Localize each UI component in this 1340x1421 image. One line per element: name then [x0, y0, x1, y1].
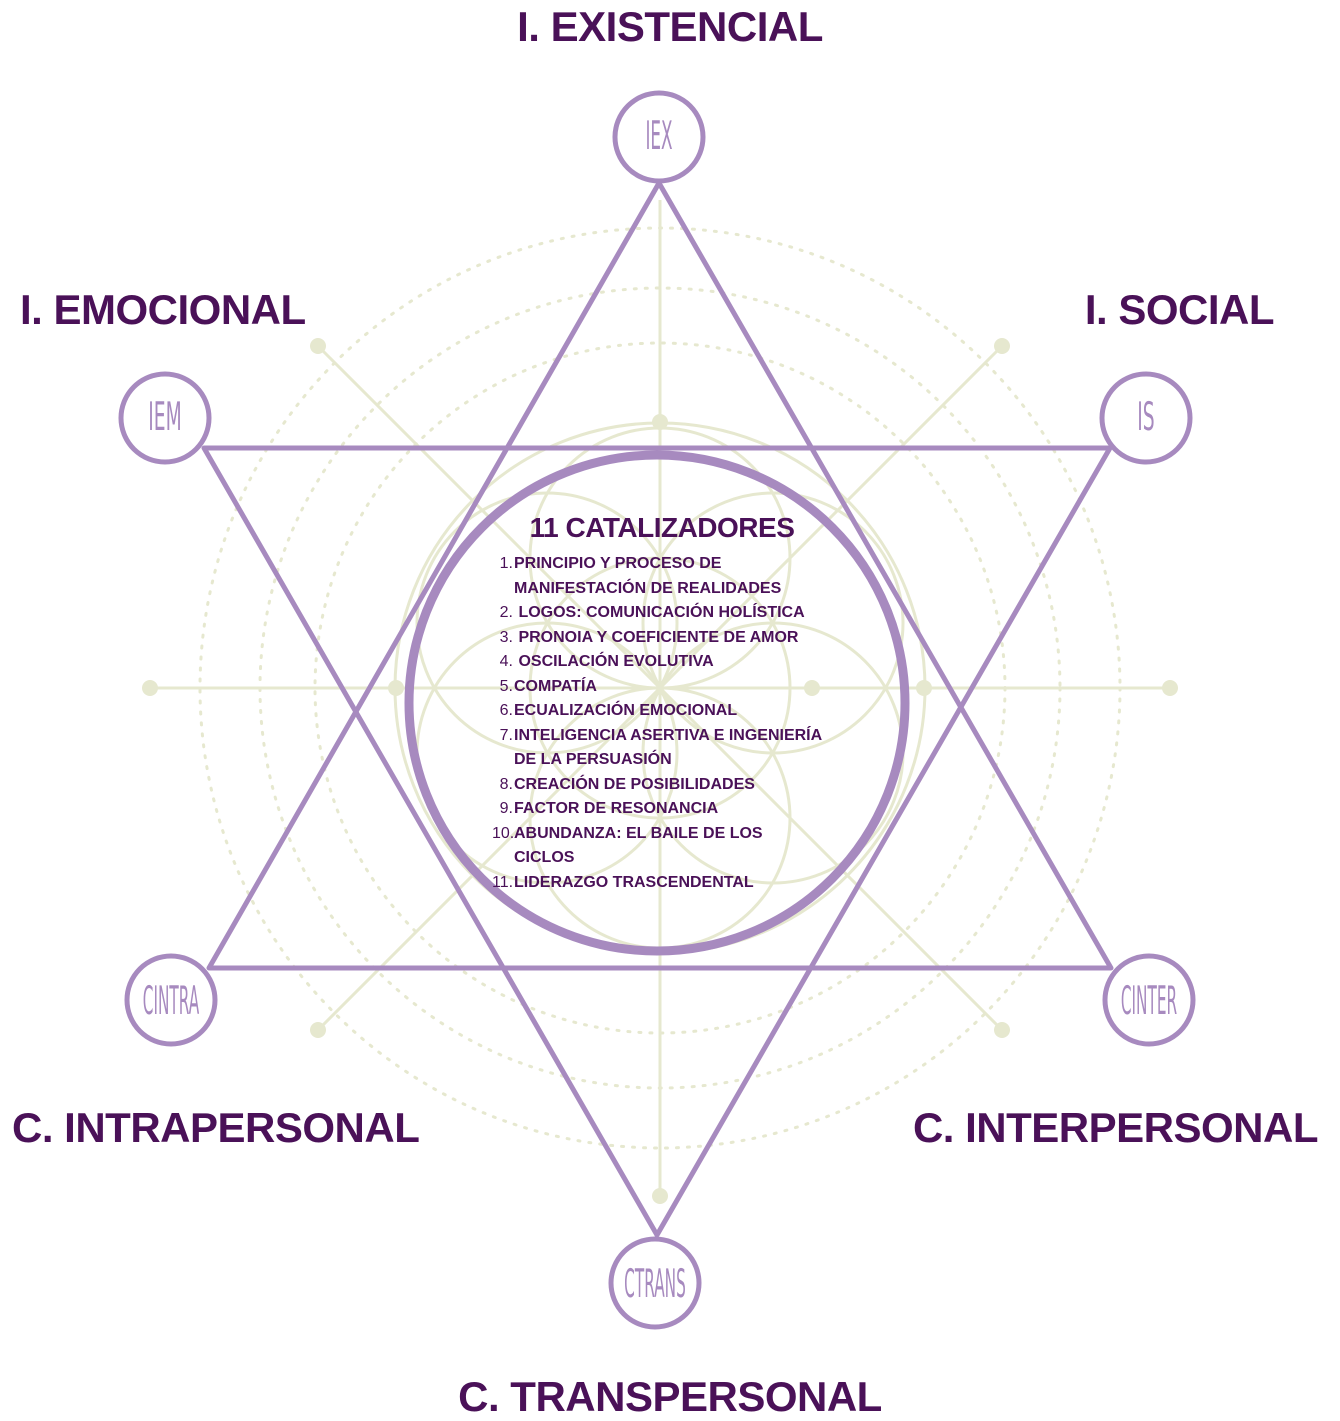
list-item: 11. LIDERAZGO TRASCENDENTAL — [492, 871, 872, 896]
item-text: PRINCIPIO Y PROCESO DE MANIFESTACIÓN DE … — [514, 555, 782, 597]
item-text: LIDERAZGO TRASCENDENTAL — [514, 873, 754, 891]
list-item: 10. ABUNDANZA: EL BAILE DE LOS CICLOS — [492, 822, 872, 871]
catalysts-list: 1. PRINCIPIO Y PROCESO DE MANIFESTACIÓN … — [492, 552, 872, 895]
node-iem-label: IEM — [148, 396, 181, 441]
item-number: 10. — [492, 824, 515, 842]
item-number: 8. — [499, 775, 513, 793]
node-cintra-label: CINTRA — [143, 977, 200, 1023]
list-item: 1. PRINCIPIO Y PROCESO DE MANIFESTACIÓN … — [492, 552, 872, 601]
node-cinter: CINTER — [1102, 953, 1196, 1047]
list-item: 3. PRONOIA Y COEFICIENTE DE AMOR — [492, 626, 872, 651]
item-text: OSCILACIÓN EVOLUTIVA — [514, 653, 714, 670]
label-existencial: I. EXISTENCIAL — [517, 3, 823, 50]
item-number: 1. — [499, 555, 513, 572]
background-dots — [142, 338, 1178, 1204]
downward-triangle — [201, 445, 1113, 1238]
list-item: 5. COMPATÍA — [492, 675, 872, 700]
label-transpersonal: C. TRANSPERSONAL — [458, 1373, 882, 1420]
list-item: 4. OSCILACIÓN EVOLUTIVA — [492, 650, 872, 675]
list-item: 6. ECUALIZACIÓN EMOCIONAL — [492, 699, 872, 724]
list-item: 9. FACTOR DE RESONANCIA — [492, 797, 872, 822]
item-text: CREACIÓN DE POSIBILIDADES — [514, 775, 755, 793]
node-is: IS — [1099, 371, 1193, 465]
item-text: COMPATÍA — [514, 677, 597, 695]
node-cinter-label: CINTER — [1121, 977, 1177, 1023]
item-number: 6. — [499, 702, 513, 719]
item-text: PRONOIA Y COEFICIENTE DE AMOR — [514, 628, 799, 646]
item-text: FACTOR DE RESONANCIA — [514, 800, 719, 817]
item-text: LOGOS: COMUNICACIÓN HOLÍSTICA — [514, 604, 805, 621]
catalysts-panel: 11 CATALIZADORES 1. PRINCIPIO Y PROCESO … — [492, 514, 872, 895]
item-number: 4. — [499, 653, 513, 670]
hexagram — [201, 180, 1114, 1238]
label-interpersonal: C. INTERPERSONAL — [912, 1104, 1319, 1151]
item-number: 3. — [499, 628, 513, 646]
label-intrapersonal: C. INTRAPERSONAL — [12, 1104, 420, 1151]
node-cintra: CINTRA — [124, 953, 218, 1047]
node-iem: IEM — [118, 371, 212, 465]
node-ctrans: CTRANS — [608, 1236, 702, 1330]
item-number: 7. — [499, 726, 513, 744]
node-is-label: IS — [1137, 396, 1154, 441]
item-number: 11. — [492, 873, 514, 891]
list-item: 7. INTELIGENCIA ASERTIVA E INGENIERÍA DE… — [492, 724, 872, 773]
node-iex-label: IEX — [645, 115, 672, 160]
item-number: 2. — [499, 604, 513, 621]
item-text: ECUALIZACIÓN EMOCIONAL — [514, 702, 738, 719]
item-text: INTELIGENCIA ASERTIVA E INGENIERÍA DE LA… — [514, 726, 822, 769]
center-circle — [404, 450, 910, 956]
label-social: I. SOCIAL — [1084, 286, 1275, 333]
list-item: 2. LOGOS: COMUNICACIÓN HOLÍSTICA — [492, 601, 872, 626]
node-iex: IEX — [612, 90, 706, 184]
label-emocional: I. EMOCIONAL — [20, 286, 306, 333]
item-number: 5. — [499, 677, 513, 695]
node-ctrans-label: CTRANS — [624, 1260, 686, 1306]
list-item: 8. CREACIÓN DE POSIBILIDADES — [492, 773, 872, 798]
catalysts-title: 11 CATALIZADORES — [529, 512, 795, 543]
item-number: 9. — [499, 800, 513, 817]
upward-triangle — [206, 180, 1114, 971]
item-text: ABUNDANZA: EL BAILE DE LOS CICLOS — [514, 824, 763, 867]
